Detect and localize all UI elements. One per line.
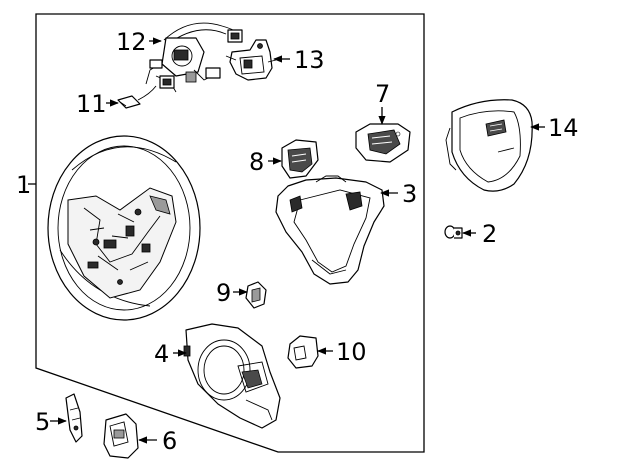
- part-3-lower-bezel: [275, 175, 385, 285]
- part-13-bracket: [225, 39, 277, 81]
- part-9-clip: [245, 281, 267, 309]
- part-8-left-switch: [281, 139, 319, 179]
- part-4-lower-shroud: [183, 323, 281, 429]
- callout-3: 3: [402, 180, 417, 208]
- callout-14: 14: [548, 114, 579, 142]
- part-12-clockspring-harness: [145, 22, 243, 93]
- callout-5: 5: [35, 408, 50, 436]
- part-7-right-switch: [355, 123, 411, 163]
- part-11-connector: [117, 85, 157, 109]
- part-14-airbag-module: [445, 99, 533, 192]
- steering-wheel-drawing: [47, 135, 201, 321]
- assembly-boundary: [35, 13, 425, 453]
- callout-2: 2: [482, 220, 497, 248]
- callout-7: 7: [375, 80, 390, 108]
- callout-8: 8: [249, 148, 264, 176]
- callout-6: 6: [162, 427, 177, 455]
- callout-12: 12: [116, 28, 147, 56]
- callout-9: 9: [216, 279, 231, 307]
- leader-lines: [50, 37, 545, 444]
- callout-10: 10: [336, 338, 367, 366]
- callout-13: 13: [294, 46, 325, 74]
- callout-1: 1: [16, 171, 31, 199]
- part-6-cover: [103, 413, 139, 459]
- part-10-cover: [287, 335, 319, 369]
- part-2-bolt: [444, 225, 463, 239]
- callout-11: 11: [76, 90, 107, 118]
- callout-4: 4: [154, 340, 169, 368]
- part-5-bracket: [65, 393, 83, 443]
